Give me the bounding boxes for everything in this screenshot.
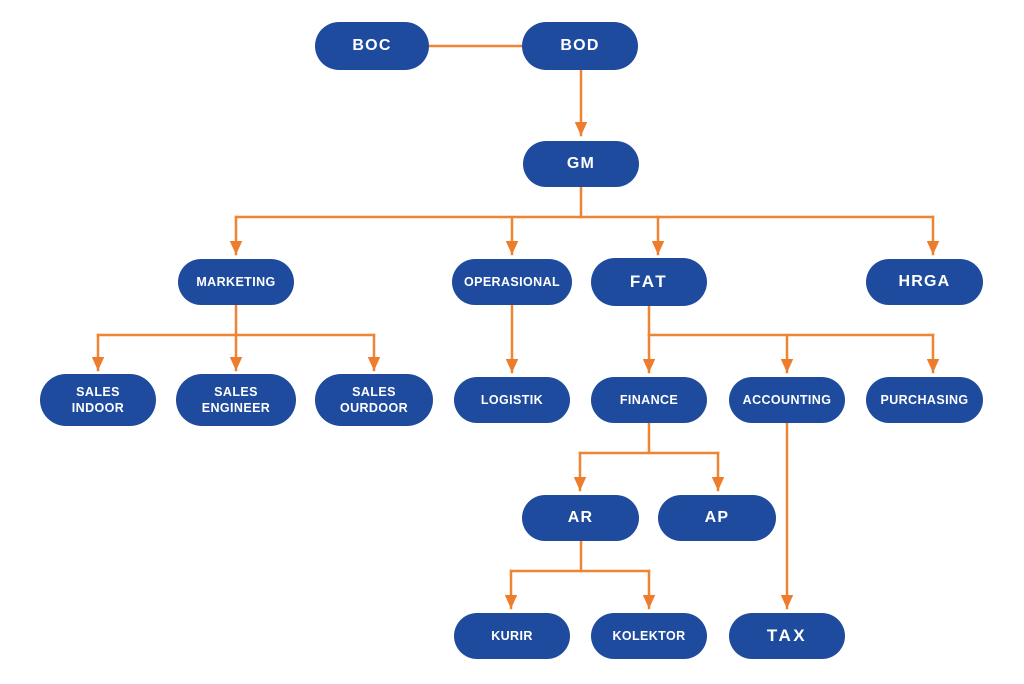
org-node-operasional: OPERASIONAL (452, 259, 572, 305)
org-node-sales-engineer: SALES ENGINEER (176, 374, 296, 426)
org-node-fat: FAT (591, 258, 707, 306)
org-node-ap: AP (658, 495, 776, 541)
org-node-kurir: KURIR (454, 613, 570, 659)
org-node-tax: TAX (729, 613, 845, 659)
org-node-bod: BOD (522, 22, 638, 70)
org-node-sales-ourdoor: SALES OURDOOR (315, 374, 433, 426)
org-node-accounting: ACCOUNTING (729, 377, 845, 423)
org-node-gm: GM (523, 141, 639, 187)
org-node-marketing: MARKETING (178, 259, 294, 305)
org-node-logistik: LOGISTIK (454, 377, 570, 423)
org-node-hrga: HRGA (866, 259, 983, 305)
org-node-sales-indoor: SALES INDOOR (40, 374, 156, 426)
org-node-finance: FINANCE (591, 377, 707, 423)
org-node-purchasing: PURCHASING (866, 377, 983, 423)
org-node-ar: AR (522, 495, 639, 541)
org-node-boc: BOC (315, 22, 429, 70)
org-node-kolektor: KOLEKTOR (591, 613, 707, 659)
